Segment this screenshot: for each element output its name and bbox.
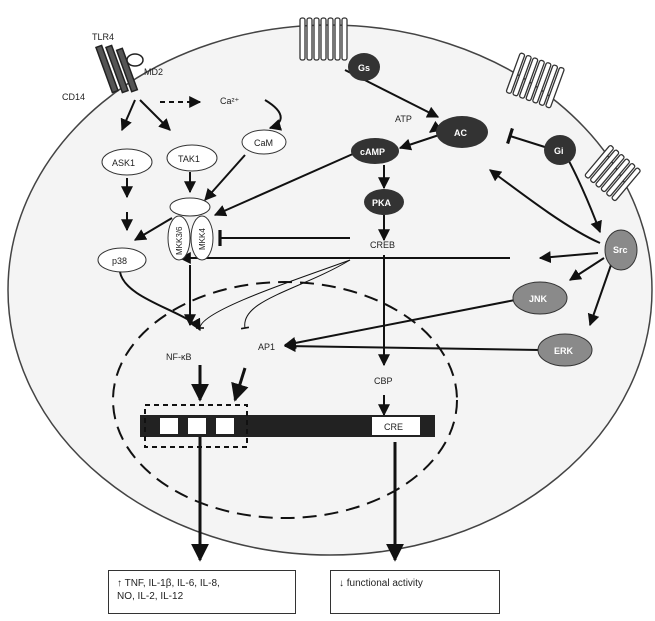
dna-element: [188, 418, 206, 434]
output-line: ↑ TNF, IL-1β, IL-6, IL-8,: [117, 577, 287, 590]
mkk-a-label: MKK3/6: [175, 226, 184, 255]
gpcr-receptor-icon: [300, 18, 347, 60]
tlr4-receptor-icon: [96, 45, 143, 92]
nfkb-label: NF-κB: [166, 352, 192, 362]
erk-label: ERK: [554, 346, 574, 356]
gs-label: Gs: [358, 63, 370, 73]
atp-label: ATP: [395, 114, 412, 124]
src-label: Src: [613, 245, 628, 255]
gi-label: Gi: [554, 146, 564, 156]
calcium-label: Ca²⁺: [220, 96, 240, 106]
functional-activity-output-box: ↓ functional activity: [330, 570, 500, 614]
cam-label: CaM: [254, 138, 273, 148]
pro-inflammatory-output-box: ↑ TNF, IL-1β, IL-6, IL-8, NO, IL-2, IL-1…: [108, 570, 296, 614]
output-line: ↓ functional activity: [339, 577, 491, 590]
mkk-b-label: MKK4: [198, 228, 207, 250]
dna-element: [216, 418, 234, 434]
tak1-label: TAK1: [178, 154, 200, 164]
ask1-label: ASK1: [112, 158, 135, 168]
creb-label: CREB: [370, 240, 395, 250]
cd14-label: CD14: [62, 92, 85, 102]
ac-label: AC: [454, 128, 467, 138]
dna-element: [160, 418, 178, 434]
p38-label: p38: [112, 256, 127, 266]
cbp-label: CBP: [374, 376, 393, 386]
cre-label: CRE: [384, 422, 403, 432]
ikk-node: [170, 198, 210, 216]
output-line: NO, IL-2, IL-12: [117, 590, 287, 603]
md2-label: MD2: [144, 67, 163, 77]
camp-label: cAMP: [360, 147, 385, 157]
jnk-label: JNK: [529, 294, 548, 304]
tlr4-label: TLR4: [92, 32, 114, 42]
ap1-label: AP1: [258, 342, 275, 352]
pka-label: PKA: [372, 198, 392, 208]
